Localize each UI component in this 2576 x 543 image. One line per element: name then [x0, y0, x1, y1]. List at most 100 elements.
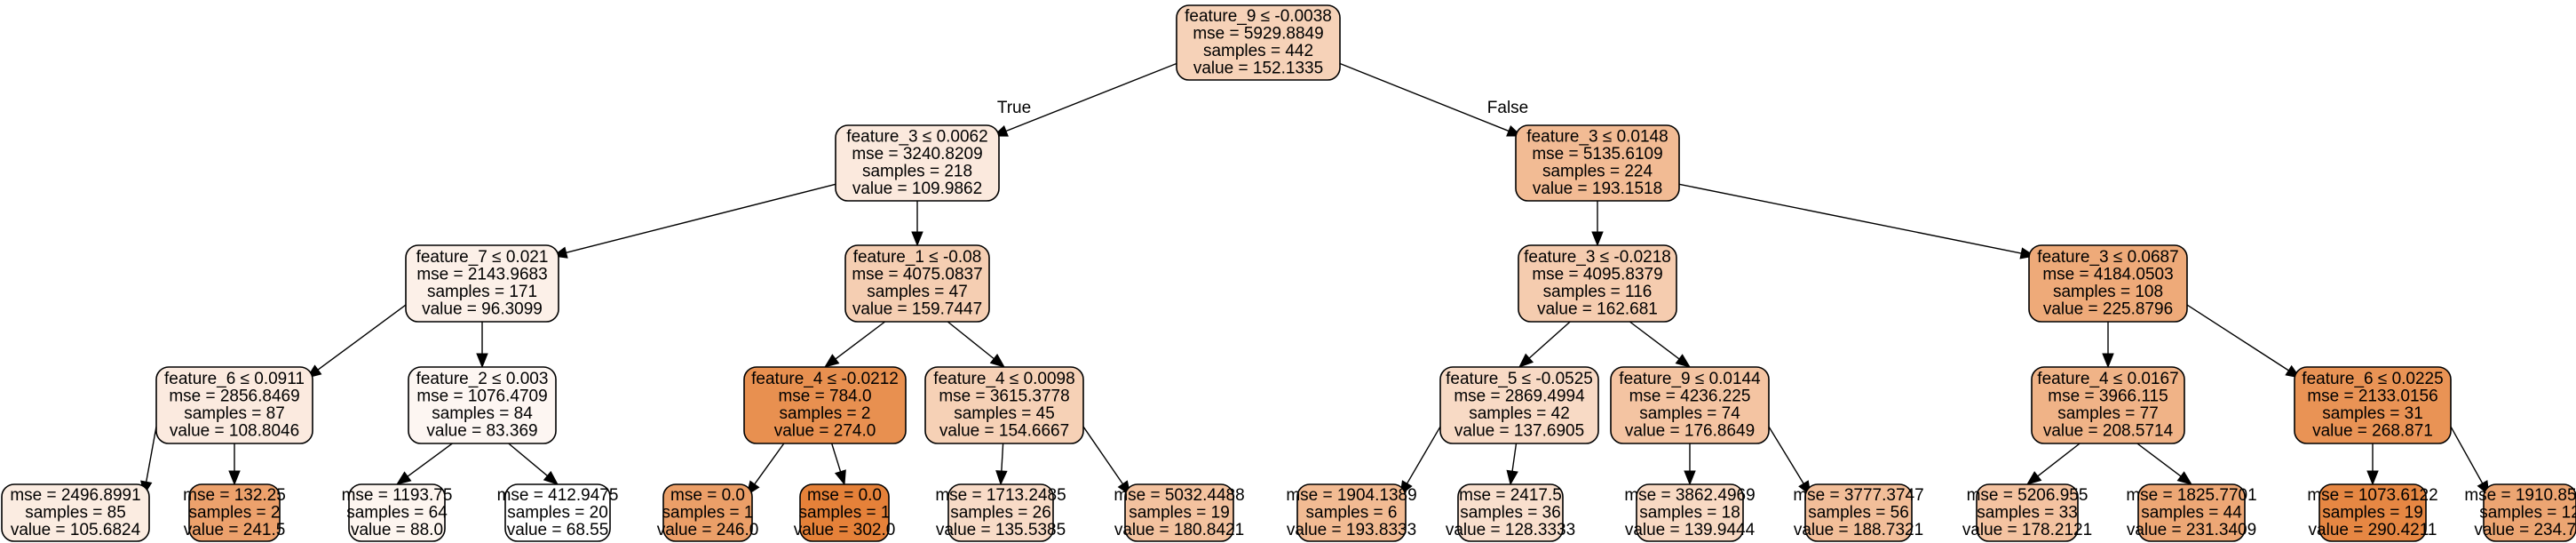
- node-samples: samples = 56: [1808, 503, 1909, 522]
- node-mse: mse = 132.25: [183, 486, 286, 505]
- arrowhead-icon: [476, 353, 488, 369]
- tree-edge-n1-n3: [566, 183, 836, 253]
- node-mse: mse = 5135.6109: [1532, 145, 1662, 164]
- tree-node-box: [1457, 483, 1564, 542]
- node-value: value = 176.8649: [1625, 422, 1755, 441]
- arrowhead-icon: [543, 470, 559, 485]
- node-value: value = 193.8333: [1287, 521, 1416, 539]
- node-samples: samples = 224: [1542, 163, 1653, 181]
- node-split-condition: feature_9 ≤ -0.0038: [1185, 7, 1332, 26]
- tree-edge-n0-n1: [1005, 62, 1177, 132]
- tree-node-box: [1, 483, 150, 542]
- node-split-condition: feature_4 ≤ 0.0167: [2037, 370, 2178, 388]
- node-value: value = 88.0: [351, 521, 443, 539]
- tree-node-box: [799, 483, 890, 542]
- arrowhead-icon: [2176, 471, 2193, 485]
- node-samples: samples = 6: [1306, 503, 1398, 522]
- node-samples: samples = 19: [1129, 503, 1230, 522]
- tree-node-box: [662, 483, 753, 542]
- node-value: value = 83.369: [426, 422, 537, 441]
- tree-edge-n11-n24: [1511, 443, 1518, 472]
- tree-node-box: [844, 244, 990, 323]
- arrowhead-icon: [911, 231, 923, 247]
- arrowhead-icon: [1518, 353, 1534, 368]
- tree-node-box: [504, 483, 611, 542]
- node-mse: mse = 2143.9683: [416, 266, 547, 284]
- node-mse: mse = 0.0: [670, 486, 745, 505]
- tree-node-box: [924, 366, 1084, 444]
- node-samples: samples = 36: [1460, 503, 1561, 522]
- tree-node-box: [1515, 124, 1680, 202]
- node-samples: samples = 31: [2322, 404, 2423, 423]
- tree-node-box: [2031, 366, 2185, 444]
- node-samples: samples = 74: [1639, 404, 1740, 423]
- tree-node-box: [155, 366, 313, 444]
- node-split-condition: feature_7 ≤ 0.021: [416, 248, 549, 267]
- node-mse: mse = 1076.4709: [416, 387, 547, 406]
- arrowhead-icon: [2366, 470, 2379, 486]
- node-value: value = 188.7321: [1794, 521, 1923, 539]
- node-mse: mse = 3862.4969: [1624, 486, 1755, 505]
- tree-node-box: [1439, 366, 1599, 444]
- node-samples: samples = 171: [427, 283, 537, 301]
- node-mse: mse = 3240.8209: [852, 145, 982, 164]
- node-split-condition: feature_5 ≤ -0.0525: [1446, 370, 1593, 388]
- tree-node-box: [947, 483, 1054, 542]
- tree-edge-n2-n6: [1678, 183, 2022, 254]
- node-value: value = 225.8796: [2043, 300, 2173, 319]
- tree-node-box: [2483, 483, 2576, 542]
- node-split-condition: feature_4 ≤ 0.0098: [933, 370, 1074, 388]
- node-samples: samples = 1: [799, 503, 891, 522]
- tree-edge-n12-n26: [1768, 426, 1804, 484]
- arrowhead-icon: [989, 354, 1006, 368]
- node-mse: mse = 2856.8469: [169, 387, 299, 406]
- tree-edge-n4-n10: [947, 321, 995, 360]
- node-split-condition: feature_2 ≤ 0.003: [416, 370, 549, 388]
- tree-edge-n6-n14: [2186, 304, 2289, 371]
- node-mse: mse = 5206.955: [1967, 486, 2089, 505]
- node-mse: mse = 4075.0837: [852, 266, 982, 284]
- node-mse: mse = 1904.1389: [1286, 486, 1416, 505]
- node-value: value = 180.8421: [1114, 521, 1244, 539]
- node-value: value = 105.6824: [11, 521, 141, 539]
- arrowhead-icon: [823, 354, 840, 368]
- arrowhead-icon: [834, 469, 846, 486]
- node-samples: samples = 108: [2053, 283, 2163, 301]
- tree-node-box: [743, 366, 907, 444]
- node-samples: samples = 77: [2057, 404, 2159, 423]
- tree-node-box: [2294, 366, 2452, 444]
- node-split-condition: feature_1 ≤ -0.08: [853, 248, 982, 267]
- tree-edge-n13-n28: [2136, 443, 2182, 477]
- node-samples: samples = 2: [780, 404, 871, 423]
- tree-edge-n5-n11: [1528, 321, 1571, 359]
- node-samples: samples = 84: [432, 404, 533, 423]
- tree-edge-n9-n20: [831, 443, 842, 472]
- node-samples: samples = 44: [2141, 503, 2242, 522]
- node-value: value = 208.5714: [2043, 422, 2174, 441]
- node-mse: mse = 1825.7701: [2126, 486, 2256, 505]
- node-mse: mse = 412.9475: [497, 486, 619, 505]
- node-value: value = 290.4211: [2309, 521, 2437, 539]
- node-value: value = 234.75: [2474, 521, 2576, 539]
- node-mse: mse = 2869.4994: [1454, 387, 1585, 406]
- tree-node-box: [1976, 483, 2079, 542]
- node-samples: samples = 42: [1469, 404, 1570, 423]
- node-mse: mse = 1193.75: [342, 486, 453, 505]
